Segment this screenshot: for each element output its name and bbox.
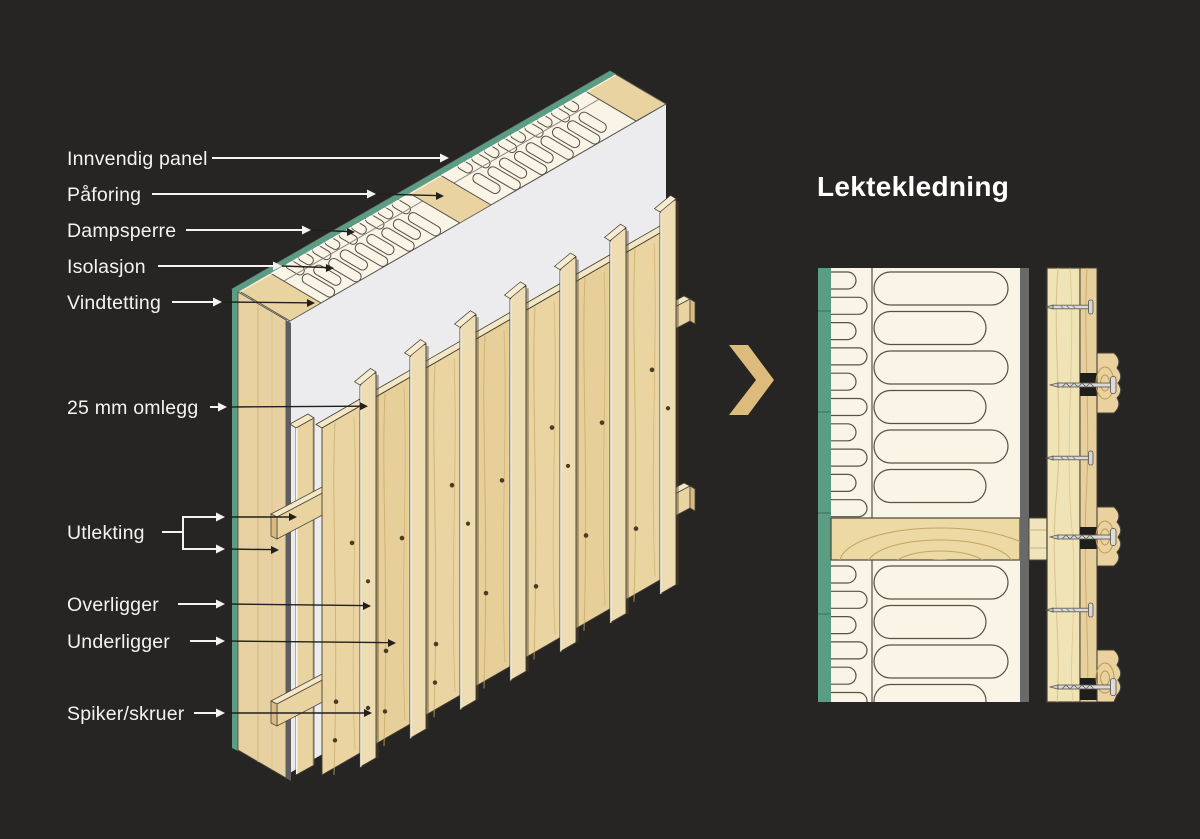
label-column: Innvendig panel Påforing Dampsperre Isol… <box>67 148 208 725</box>
label-isolasjon: Isolasjon <box>67 256 146 278</box>
label-overligger: Overligger <box>67 594 159 616</box>
label-utlekting: Utlekting <box>67 522 145 544</box>
detail-title: Lektekledning <box>817 171 1009 202</box>
screw-icon <box>1048 678 1117 696</box>
screw-icon <box>1048 528 1117 546</box>
label-omlegg: 25 mm omlegg <box>67 397 198 419</box>
lekt-section <box>1046 267 1081 703</box>
overligger-section <box>1095 352 1122 702</box>
leader-lines <box>152 153 449 718</box>
nails-and-screws <box>1044 299 1117 696</box>
label-spiker-skruer: Spiker/skruer <box>67 703 185 725</box>
label-dampsperre: Dampsperre <box>67 220 176 242</box>
stud-section <box>830 517 1021 561</box>
nail-icon <box>1044 299 1094 315</box>
label-vindtetting: Vindtetting <box>67 292 161 314</box>
cladding-boards <box>315 194 679 776</box>
nail-icon <box>1044 450 1094 466</box>
label-underligger: Underligger <box>67 631 170 653</box>
label-innvendig-panel: Innvendig panel <box>67 148 208 170</box>
insulation-section-pattern <box>831 271 1009 702</box>
label-paforing: Påforing <box>67 184 141 206</box>
interior-panel-edge <box>232 71 616 292</box>
detail-diagram: Lektekledning <box>817 171 1122 703</box>
wall-3d-diagram <box>231 70 696 781</box>
chevron-right-icon <box>729 345 774 415</box>
underligger-section <box>1079 267 1098 703</box>
nail-icon <box>1044 602 1094 618</box>
insulation-top-pattern <box>285 98 607 298</box>
screw-icon <box>1048 376 1117 394</box>
